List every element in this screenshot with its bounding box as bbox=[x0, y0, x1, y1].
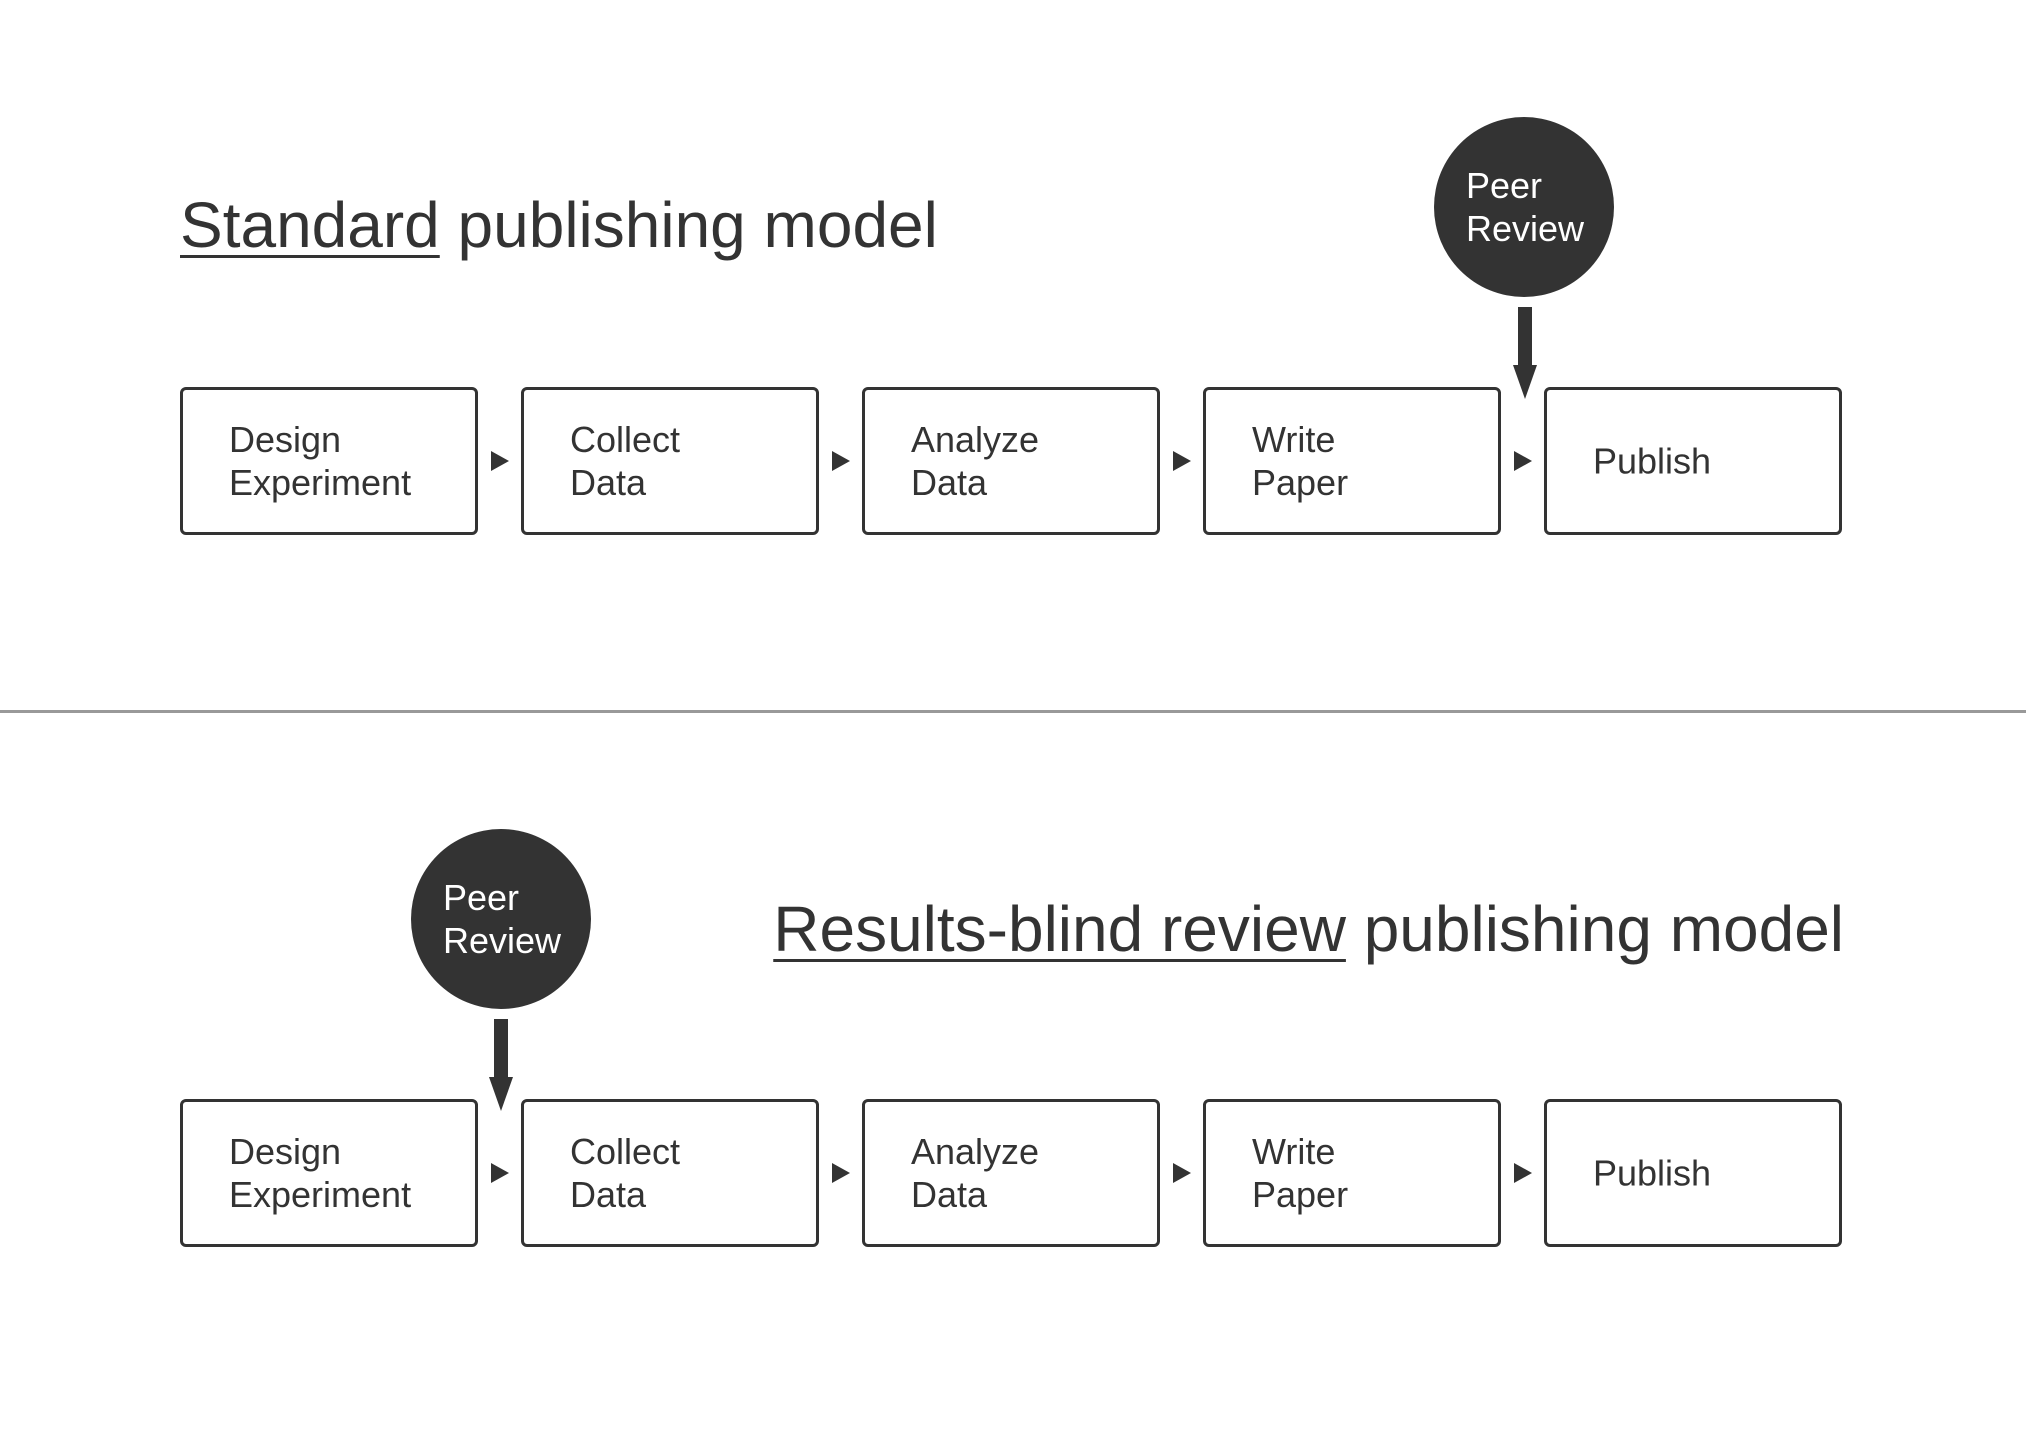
standard-peer-review-circle: Peer Review bbox=[1434, 117, 1614, 297]
results-blind-arrow-4 bbox=[1514, 1163, 1532, 1183]
results-blind-title-underlined: Results-blind review bbox=[773, 893, 1346, 965]
standard-step-write-paper: Write Paper bbox=[1203, 387, 1501, 535]
results-blind-arrow-1 bbox=[491, 1163, 509, 1183]
step-label: Write Paper bbox=[1252, 419, 1349, 503]
results-blind-step-analyze-data: Analyze Data bbox=[862, 1099, 1160, 1247]
step-label: Publish bbox=[1593, 1152, 1712, 1194]
standard-arrow-1 bbox=[491, 451, 509, 471]
results-blind-peer-review-arrow-shaft bbox=[494, 1019, 508, 1079]
step-label: Collect Data bbox=[570, 419, 681, 503]
standard-peer-review-arrow-shaft bbox=[1518, 307, 1532, 367]
standard-arrow-4 bbox=[1514, 451, 1532, 471]
standard-title-rest: publishing model bbox=[439, 189, 938, 261]
step-label: Analyze Data bbox=[911, 1131, 1040, 1215]
results-blind-peer-review-arrowhead bbox=[489, 1077, 513, 1111]
section-divider bbox=[0, 710, 2026, 713]
standard-arrow-2 bbox=[832, 451, 850, 471]
standard-arrow-3 bbox=[1173, 451, 1191, 471]
standard-step-design-experiment: Design Experiment bbox=[180, 387, 478, 535]
results-blind-step-publish: Publish bbox=[1544, 1099, 1842, 1247]
standard-step-collect-data: Collect Data bbox=[521, 387, 819, 535]
step-label: Collect Data bbox=[570, 1131, 681, 1215]
results-blind-model-title: Results-blind review publishing model bbox=[773, 897, 1844, 961]
step-label: Design Experiment bbox=[229, 1131, 412, 1215]
step-label: Analyze Data bbox=[911, 419, 1040, 503]
step-label: Publish bbox=[1593, 440, 1712, 482]
results-blind-peer-review-label: Peer Review bbox=[443, 877, 562, 961]
results-blind-step-design-experiment: Design Experiment bbox=[180, 1099, 478, 1247]
results-blind-step-write-paper: Write Paper bbox=[1203, 1099, 1501, 1247]
standard-peer-review-arrowhead bbox=[1513, 365, 1537, 399]
results-blind-arrow-2 bbox=[832, 1163, 850, 1183]
standard-step-analyze-data: Analyze Data bbox=[862, 387, 1160, 535]
standard-step-publish: Publish bbox=[1544, 387, 1842, 535]
results-blind-arrow-3 bbox=[1173, 1163, 1191, 1183]
results-blind-peer-review-circle: Peer Review bbox=[411, 829, 591, 1009]
standard-peer-review-label: Peer Review bbox=[1466, 165, 1585, 249]
results-blind-title-rest: publishing model bbox=[1345, 893, 1844, 965]
standard-title-underlined: Standard bbox=[180, 189, 440, 261]
results-blind-step-collect-data: Collect Data bbox=[521, 1099, 819, 1247]
step-label: Design Experiment bbox=[229, 419, 412, 503]
standard-model-title: Standard publishing model bbox=[180, 193, 938, 257]
step-label: Write Paper bbox=[1252, 1131, 1349, 1215]
